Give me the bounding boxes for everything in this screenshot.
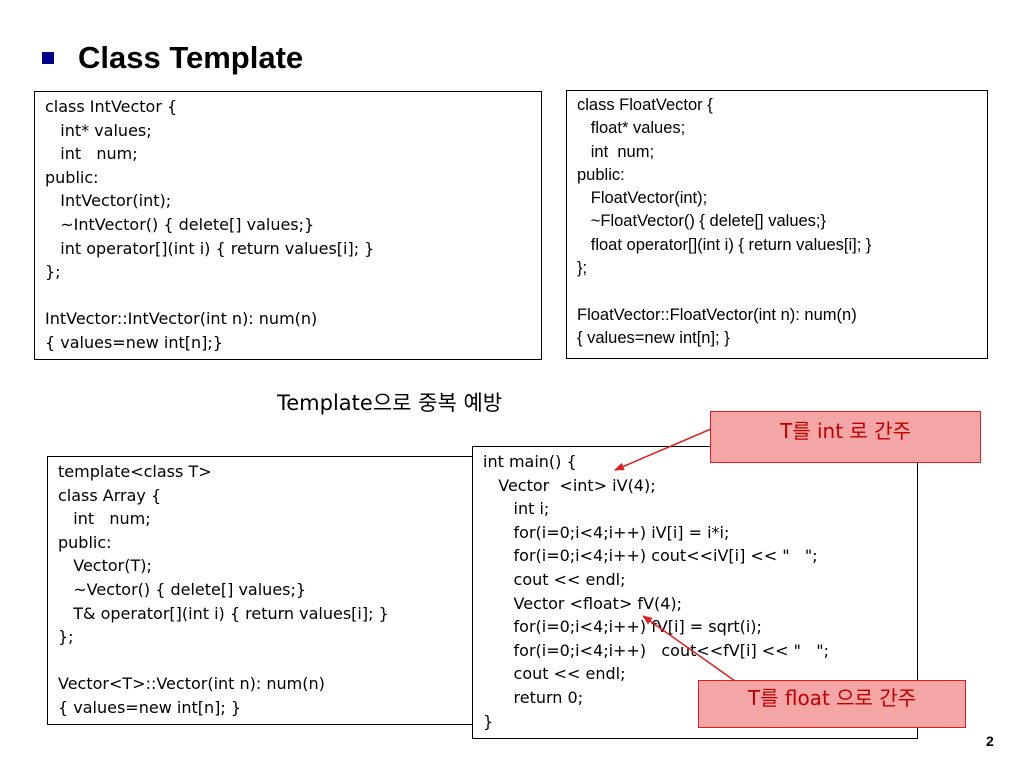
code-line: for(i=0;i<4;i++) iV[i] = i*i; (483, 522, 730, 542)
code-line: int i; (483, 499, 550, 519)
code-line: Vector <float> fV(4); (483, 593, 683, 613)
code-line: cout << endl; (483, 664, 626, 684)
code-line: { values=new int[n]; } (58, 697, 242, 717)
code-line: ~IntVector() { delete[] values;} (45, 214, 315, 234)
template-array-code-box: template<class T> class Array { int num;… (47, 456, 484, 725)
code-line: T& operator[](int i) { return values[i];… (58, 603, 389, 623)
code-line: return 0; (483, 687, 584, 707)
code-line: }; (45, 262, 61, 282)
template-caption: Template으로 중복 예방 (277, 391, 503, 415)
code-line: class FloatVector { (577, 96, 713, 114)
code-line: public: (45, 167, 99, 187)
intvector-code-box: class IntVector { int* values; int num; … (34, 91, 542, 360)
code-line: class Array { (58, 485, 162, 505)
code-line: int main() { (483, 452, 577, 471)
code-line: Vector(T); (58, 556, 152, 576)
code-line: { values=new int[n]; } (577, 328, 730, 347)
page-number: 2 (986, 733, 994, 749)
code-line: template<class T> (58, 462, 212, 481)
code-line: { values=new int[n];} (45, 332, 223, 352)
slide-title: Class Template (78, 40, 304, 75)
code-line: for(i=0;i<4;i++) fV[i] = sqrt(i); (483, 617, 762, 637)
code-line: for(i=0;i<4;i++) cout<<iV[i] << " "; (483, 546, 818, 566)
code-line: Vector <int> iV(4); (483, 475, 656, 495)
code-line: float* values; (577, 119, 686, 138)
float-annotation-note: T를 float 으로 간주 (698, 680, 966, 728)
float-note-arrow (642, 615, 736, 682)
floatvector-code-box: class FloatVector { float* values; int n… (566, 90, 988, 359)
code-line: for(i=0;i<4;i++) cout<<fV[i] << " "; (483, 640, 830, 660)
code-line: int operator[](int i) { return values[i]… (45, 238, 375, 258)
code-line: float operator[](int i) { return values[… (577, 235, 872, 254)
code-line: cout << endl; (483, 569, 626, 589)
code-line: int* values; (45, 120, 152, 140)
code-line: Vector<T>::Vector(int n): num(n) (58, 674, 325, 694)
code-line: int num; (577, 142, 655, 161)
code-line: IntVector(int); (45, 191, 172, 211)
code-line: }; (58, 627, 74, 647)
code-line: FloatVector::FloatVector(int n): num(n) (577, 305, 857, 324)
title-bullet-square (42, 52, 54, 64)
code-line: public: (577, 165, 625, 184)
code-line: int num; (58, 509, 151, 529)
code-line: ~Vector() { delete[] values;} (58, 579, 307, 599)
code-line: IntVector::IntVector(int n): num(n) (45, 309, 318, 329)
code-line: int num; (45, 144, 138, 164)
int-annotation-note: T를 int 로 간주 (710, 411, 981, 463)
code-line: FloatVector(int); (577, 189, 708, 208)
int-note-arrow (614, 425, 719, 471)
code-line: }; (577, 259, 588, 278)
code-line: ~FloatVector() { delete[] values;} (577, 212, 827, 231)
code-line: class IntVector { (45, 97, 178, 116)
code-line: public: (58, 532, 112, 552)
code-line: } (483, 711, 494, 731)
